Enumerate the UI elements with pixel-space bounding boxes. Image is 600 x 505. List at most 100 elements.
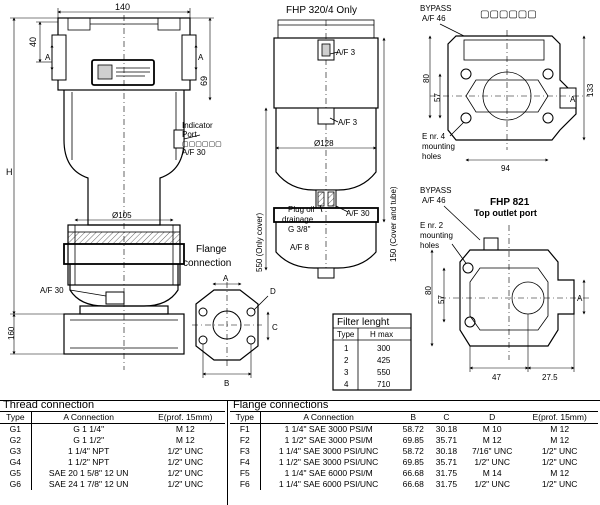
flange-e-f3: 1/2" UNC xyxy=(541,446,578,456)
filter-length-type-4: 4 xyxy=(344,380,349,389)
table-row: G6 SAE 24 1 7/8" 12 UN 1/2" UNC xyxy=(0,479,225,490)
flange-header-connection: A Connection xyxy=(260,411,397,424)
dim-69-label: 69 xyxy=(199,76,209,86)
flange-type-f1: F1 xyxy=(230,423,261,435)
table-row: G4 1 1/2" NPT 1/2" UNC xyxy=(0,457,225,468)
filter-length-h-2: 425 xyxy=(377,356,391,365)
thread-e-g5: 1/2" UNC xyxy=(167,468,204,478)
thread-e-g6: 1/2" UNC xyxy=(167,479,204,489)
top-boxes: ▢▢▢▢▢▢ xyxy=(480,9,537,20)
table-row: F3 1 1/4" SAE 3000 PSI/UNC 58.72 30.18 7… xyxy=(230,446,598,457)
thread-type-g3: G3 xyxy=(0,446,32,457)
filter-length-header-type: Type xyxy=(337,330,355,339)
flange-header-e: E(prof. 15mm) xyxy=(521,411,598,424)
flange-d-f4: 1/2" UNC xyxy=(474,457,510,467)
flange-b-f3: 58.72 xyxy=(402,446,424,456)
fhp821-bypass-label: BYPASS A/F 46 xyxy=(420,186,454,205)
af3-mid-label: A/F 3 xyxy=(338,118,358,127)
flange-c-f6: 31.75 xyxy=(435,479,458,489)
dim-40-label: 40 xyxy=(28,37,38,47)
filter-length-header-hmax: H max xyxy=(370,330,393,339)
flange-type-f4: F4 xyxy=(230,457,261,468)
thread-e-g2: M 12 xyxy=(175,435,195,445)
table-row: F1 1 1/4" SAE 3000 PSI/M 58.72 30.18 M 1… xyxy=(230,423,598,435)
flange-b-f6: 66.68 xyxy=(402,479,424,489)
filter-length-h-4: 710 xyxy=(377,380,391,389)
side-view-title: FHP 320/4 Only xyxy=(286,5,357,16)
flange-c: C xyxy=(272,323,278,332)
af30-bottom-label: A/F 30 xyxy=(40,286,64,295)
dim-width-label: 140 xyxy=(115,2,130,12)
connection-tables: Thread connection Type A Connection E(pr… xyxy=(0,400,600,505)
thread-type-g1: G1 xyxy=(0,423,32,435)
thread-conn-g2: G 1 1/2" xyxy=(73,435,105,445)
fhp821-view: BYPASS A/F 46 FHP 821 Top outlet port E … xyxy=(420,186,590,382)
thread-type-g5: G5 xyxy=(0,468,32,479)
filter-length-h-3: 550 xyxy=(377,368,391,377)
filter-length-type-3: 3 xyxy=(344,368,349,377)
thread-conn-g5: SAE 20 1 5/8" 12 UN xyxy=(48,468,129,478)
table-row: F4 1 1/2" SAE 3000 PSI/UNC 69.85 35.71 1… xyxy=(230,457,598,468)
main-a-right: A xyxy=(198,53,204,62)
filter-length-title: Filter lenght xyxy=(337,317,389,328)
thread-conn-g3: 1 1/4" NPT xyxy=(68,446,110,456)
flange-conn-f2: 1 1/2" SAE 3000 PSI/M xyxy=(284,435,373,445)
thread-connection-table: Thread connection Type A Connection E(pr… xyxy=(0,400,225,490)
side-dim-right: 150 (Cover and tube) xyxy=(389,186,398,262)
table-row: F6 1 1/4" SAE 6000 PSI/UNC 66.68 31.75 1… xyxy=(230,479,598,490)
flange-e-f2: M 12 xyxy=(550,435,570,445)
thread-header-type: Type xyxy=(0,411,32,424)
flange-header-b: B xyxy=(396,411,430,424)
flange-type-f3: F3 xyxy=(230,446,261,457)
flange-d-f3: 7/16" UNC xyxy=(472,446,513,456)
thread-type-g4: G4 xyxy=(0,457,32,468)
flange-c-f2: 35.71 xyxy=(435,435,458,445)
flange-d: D xyxy=(270,287,276,296)
flange-c-f4: 35.71 xyxy=(435,457,458,467)
dim-diameter-label: Ø105 xyxy=(112,211,132,220)
table-row: F2 1 1/2" SAE 3000 PSI/M 69.85 35.71 M 1… xyxy=(230,435,598,446)
fhp821-dim-27: 27.5 xyxy=(542,373,558,382)
flange-d-f5: M 14 xyxy=(482,468,502,478)
flange-d-f6: 1/2" UNC xyxy=(474,479,510,489)
flange-type-f5: F5 xyxy=(230,468,261,479)
main-front-view: 140 40 A A 69 xyxy=(6,2,224,370)
flange-b-f5: 66.68 xyxy=(402,468,424,478)
flange-table-title: Flange connections xyxy=(230,400,598,412)
flange-conn-f3: 1 1/4" SAE 3000 PSI/UNC xyxy=(278,446,379,456)
flange-e-f1: M 12 xyxy=(550,424,570,434)
main-a-left: A xyxy=(45,53,51,62)
flange-c-f5: 31.75 xyxy=(435,468,458,478)
top-dim-94: 94 xyxy=(501,164,510,173)
side-diameter-label: Ø128 xyxy=(314,139,334,148)
flange-connection-table: Flange connections Type A Connection B C… xyxy=(230,400,598,490)
flange-conn-f4: 1 1/2" SAE 3000 PSI/UNC xyxy=(278,457,379,467)
thread-type-g2: G2 xyxy=(0,435,32,446)
dim-h-label: H xyxy=(6,167,13,177)
fhp821-dim-47: 47 xyxy=(492,373,501,382)
thread-conn-g1: G 1 1/4" xyxy=(73,424,105,434)
fhp821-dim-a: A xyxy=(577,294,583,303)
top-dim-57: 57 xyxy=(433,93,442,102)
fhp821-title: FHP 821 xyxy=(490,197,530,208)
top-view: BYPASS A/F 46 ▢▢▢▢▢▢ 80 57 133 A E nr. 4… xyxy=(420,4,595,173)
filter-length-table: Filter lenght Type H max 1 300 2 425 3 5… xyxy=(332,313,412,391)
table-row: G3 1 1/4" NPT 1/2" UNC xyxy=(0,446,225,457)
flange-type-f6: F6 xyxy=(230,479,261,490)
dim-160-label: 160 xyxy=(7,326,16,340)
flange-b-f1: 58.72 xyxy=(402,424,424,434)
table-row: F5 1 1/4" SAE 6000 PSI/M 66.68 31.75 M 1… xyxy=(230,468,598,479)
flange-conn-f5: 1 1/4" SAE 6000 PSI/M xyxy=(284,468,373,478)
thread-conn-g4: 1 1/2" NPT xyxy=(68,457,110,467)
thread-e-g3: 1/2" UNC xyxy=(167,446,204,456)
indicator-label: Indicator Port ▢▢▢▢▢▢ A/F 30 xyxy=(182,121,224,157)
flange-e-f5: M 12 xyxy=(550,468,570,478)
filter-length-rows: 1 300 2 425 3 550 4 710 xyxy=(344,344,391,389)
thread-header-connection: A Connection xyxy=(31,411,146,424)
thread-conn-g6: SAE 24 1 7/8" 12 UN xyxy=(48,479,129,489)
side-view-fhp320: FHP 320/4 Only A/F 3 A/F 3 Ø128 Plug oil… xyxy=(255,5,398,279)
side-dim-left: 550 (Only cover) xyxy=(255,213,264,272)
table-row: G1 G 1 1/4" M 12 xyxy=(0,423,225,435)
top-dim-133: 133 xyxy=(586,83,595,97)
